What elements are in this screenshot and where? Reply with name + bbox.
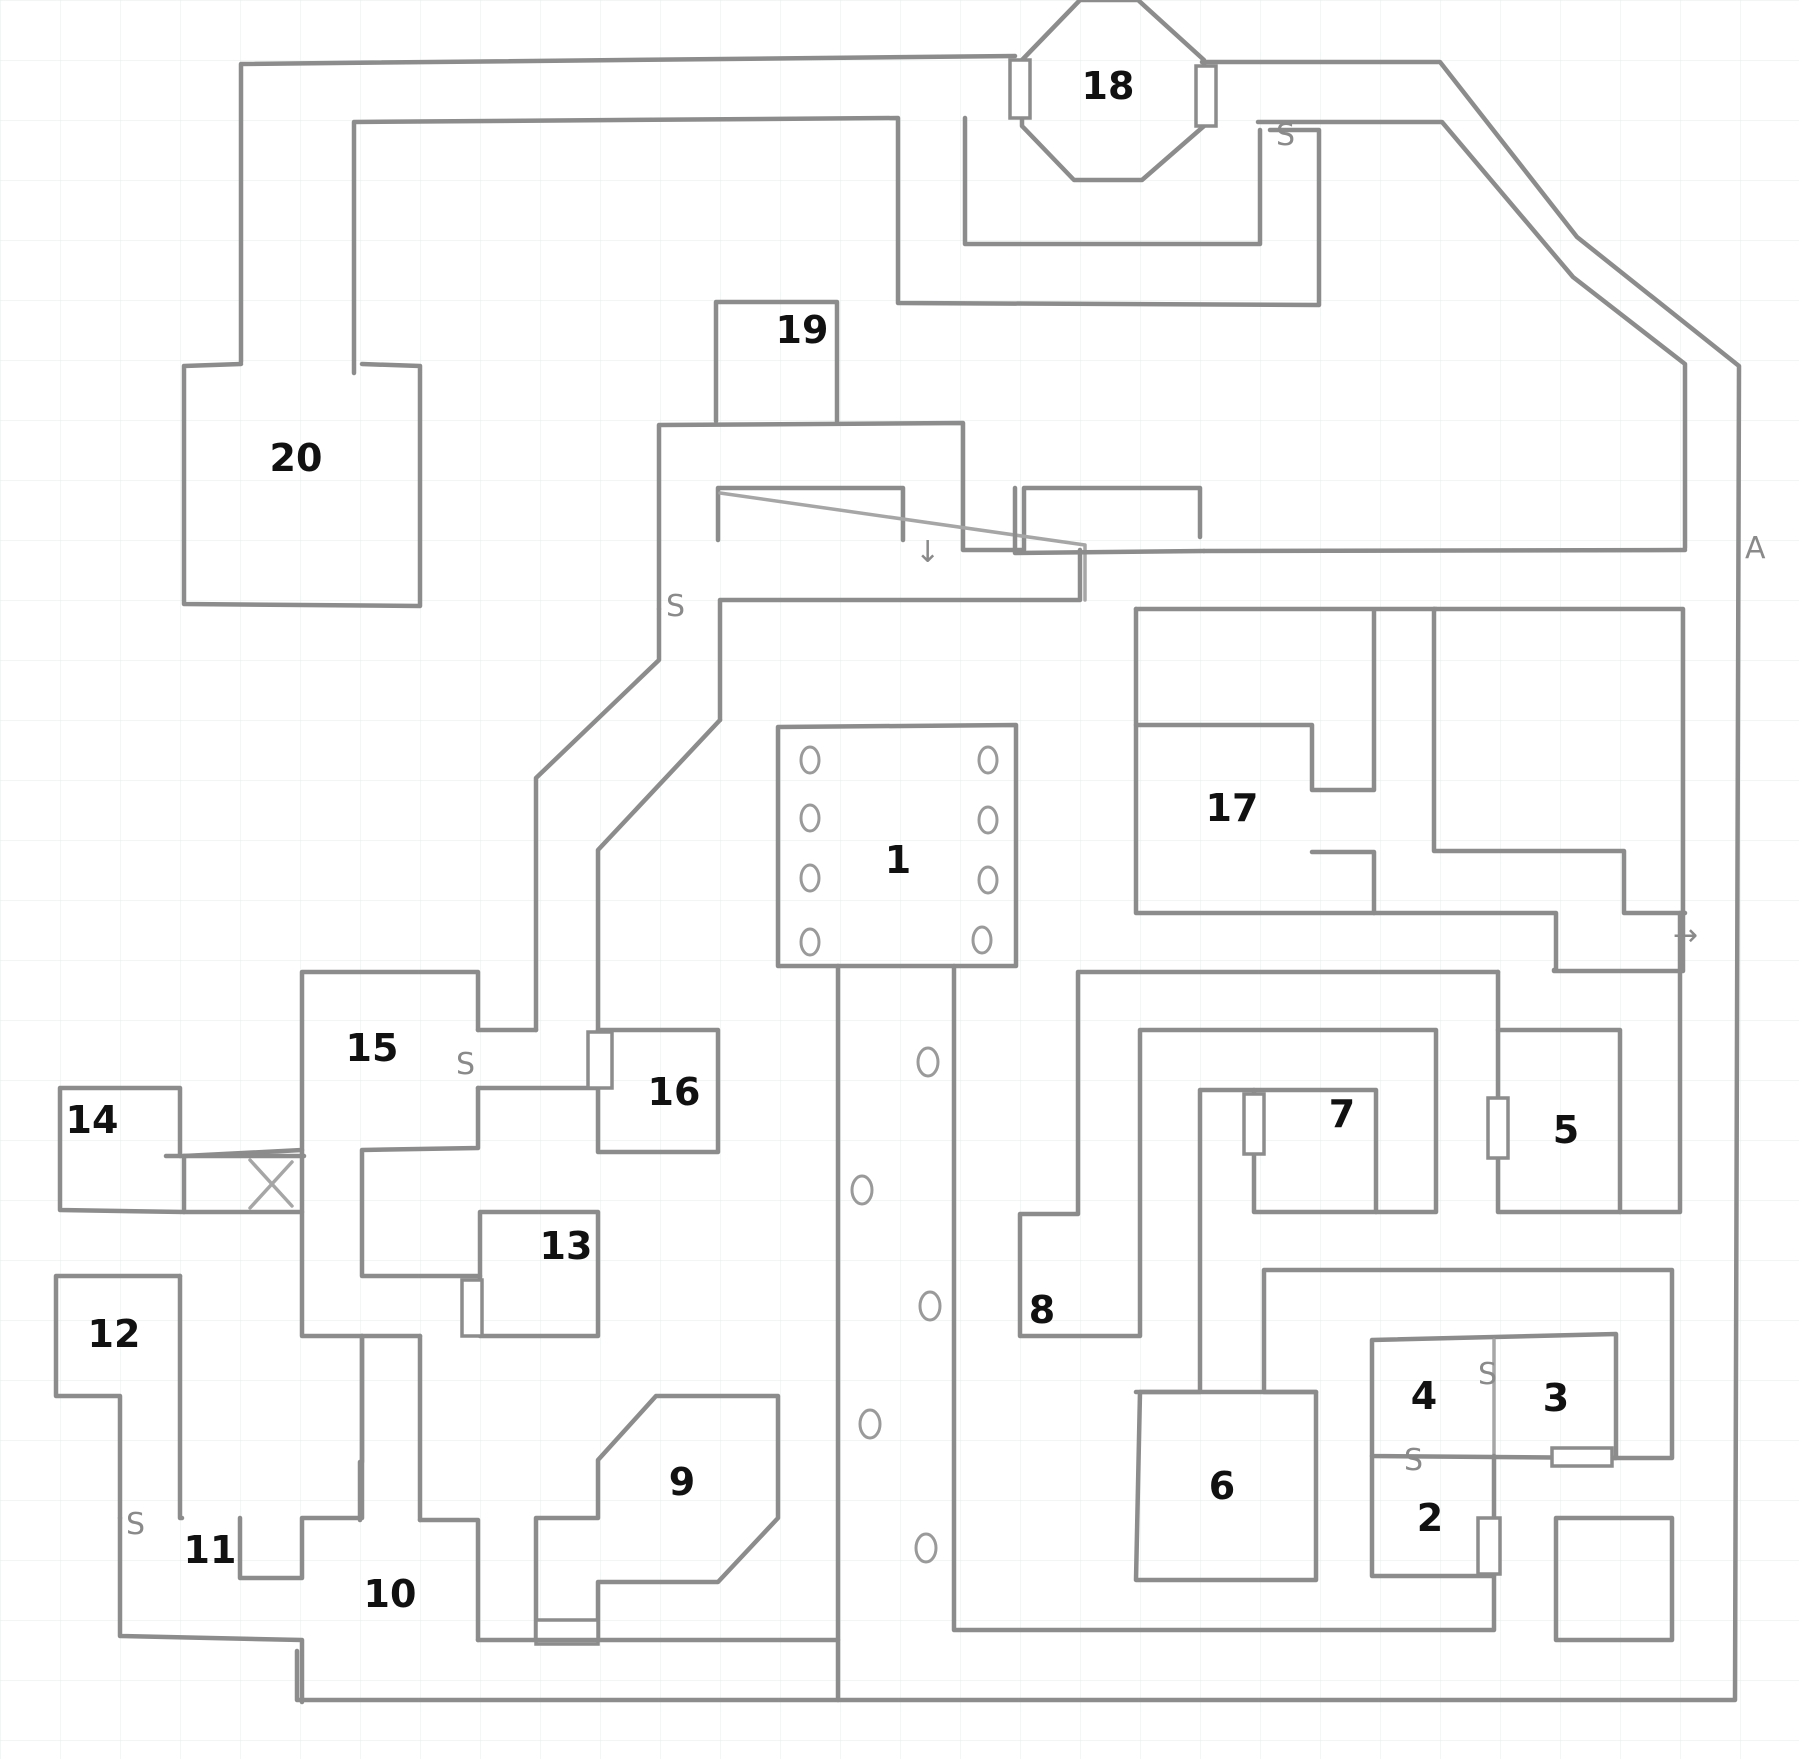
secret-door-icon: S bbox=[1478, 1357, 1497, 1392]
room-label-18: 18 bbox=[1081, 64, 1135, 108]
pillar-icon bbox=[914, 1532, 938, 1564]
pillar-icon bbox=[799, 803, 821, 833]
room-16-outline bbox=[586, 1027, 721, 1155]
room-label-7: 7 bbox=[1328, 1092, 1356, 1136]
pillar-icon bbox=[799, 927, 821, 957]
door-icon bbox=[1550, 1446, 1614, 1468]
door-icon bbox=[1476, 1516, 1502, 1576]
room-9-outline bbox=[475, 1393, 841, 1646]
stairs-down-arrow-icon: ↓ bbox=[915, 535, 940, 570]
room-label-12: 12 bbox=[87, 1312, 141, 1356]
room-label-20: 20 bbox=[269, 436, 323, 480]
secret-door-icon: S bbox=[126, 1507, 145, 1542]
room-18-outline bbox=[1008, 0, 1218, 183]
room-1-outline bbox=[775, 722, 1019, 969]
door-icon bbox=[1194, 64, 1218, 128]
room-label-10: 10 bbox=[363, 1572, 417, 1616]
pillar-icon bbox=[977, 805, 999, 835]
room-label-16: 16 bbox=[647, 1070, 701, 1114]
pillar-icon bbox=[850, 1174, 874, 1206]
room-4-outline bbox=[1369, 1331, 1619, 1461]
pillar-icon bbox=[977, 745, 999, 775]
corridor-arrow-icon: → bbox=[1673, 918, 1698, 953]
secret-door-icon: S bbox=[666, 589, 685, 624]
room-3-annex bbox=[1550, 1446, 1675, 1643]
room-label-9: 9 bbox=[668, 1460, 696, 1504]
secret-door-icon: S bbox=[456, 1047, 475, 1082]
pillar-icon bbox=[858, 1408, 882, 1440]
room-12-outline: S bbox=[53, 1273, 185, 1542]
room-label-3: 3 bbox=[1542, 1376, 1570, 1420]
room-20-outline bbox=[181, 361, 423, 609]
room-label-13: 13 bbox=[539, 1224, 593, 1268]
room-5-outline bbox=[1486, 910, 1683, 1215]
room-15-outline: S bbox=[181, 969, 601, 1279]
room-17-outline bbox=[1133, 606, 1688, 974]
room-label-17: 17 bbox=[1205, 786, 1259, 830]
room-2-outline bbox=[1369, 1453, 1502, 1579]
pillar-icon bbox=[799, 745, 821, 775]
pillar-icon bbox=[977, 865, 999, 895]
room-14-outline bbox=[57, 1085, 307, 1215]
room-label-14: 14 bbox=[65, 1098, 119, 1142]
pillar-icon bbox=[799, 863, 821, 893]
room-label-5: 5 bbox=[1552, 1108, 1580, 1152]
room-label-11: 11 bbox=[183, 1528, 237, 1572]
room-label-2: 2 bbox=[1416, 1496, 1444, 1540]
room-8-outline bbox=[1017, 969, 1675, 1583]
pillar-icon bbox=[971, 925, 993, 955]
room-label-6: 6 bbox=[1208, 1464, 1236, 1508]
diagonal-corridor bbox=[533, 606, 723, 1033]
pillared-corridor bbox=[835, 963, 1497, 1703]
room-label-19: 19 bbox=[775, 308, 829, 352]
door-icon bbox=[586, 1030, 614, 1090]
room-label-1: 1 bbox=[884, 838, 912, 882]
door-icon bbox=[460, 1278, 484, 1338]
pillar-icon bbox=[918, 1290, 942, 1322]
door-icon bbox=[1008, 58, 1032, 120]
door-icon bbox=[1486, 1096, 1510, 1160]
secret-door-icon: S bbox=[1404, 1443, 1423, 1478]
room-7-outline bbox=[1242, 1087, 1379, 1215]
room-label-8: 8 bbox=[1028, 1288, 1056, 1332]
room-19-outline bbox=[656, 299, 1688, 723]
secret-door-icon: S bbox=[1276, 118, 1295, 153]
room-10-outline bbox=[417, 1333, 481, 1643]
room-11-outline bbox=[117, 1333, 365, 1705]
pillar-icon bbox=[916, 1046, 940, 1078]
top-corridor bbox=[238, 53, 1742, 1703]
corridor-marker-a: A bbox=[1745, 531, 1766, 566]
room-label-4: 4 bbox=[1410, 1374, 1438, 1418]
room-label-15: 15 bbox=[345, 1026, 399, 1070]
door-icon bbox=[1242, 1092, 1266, 1156]
